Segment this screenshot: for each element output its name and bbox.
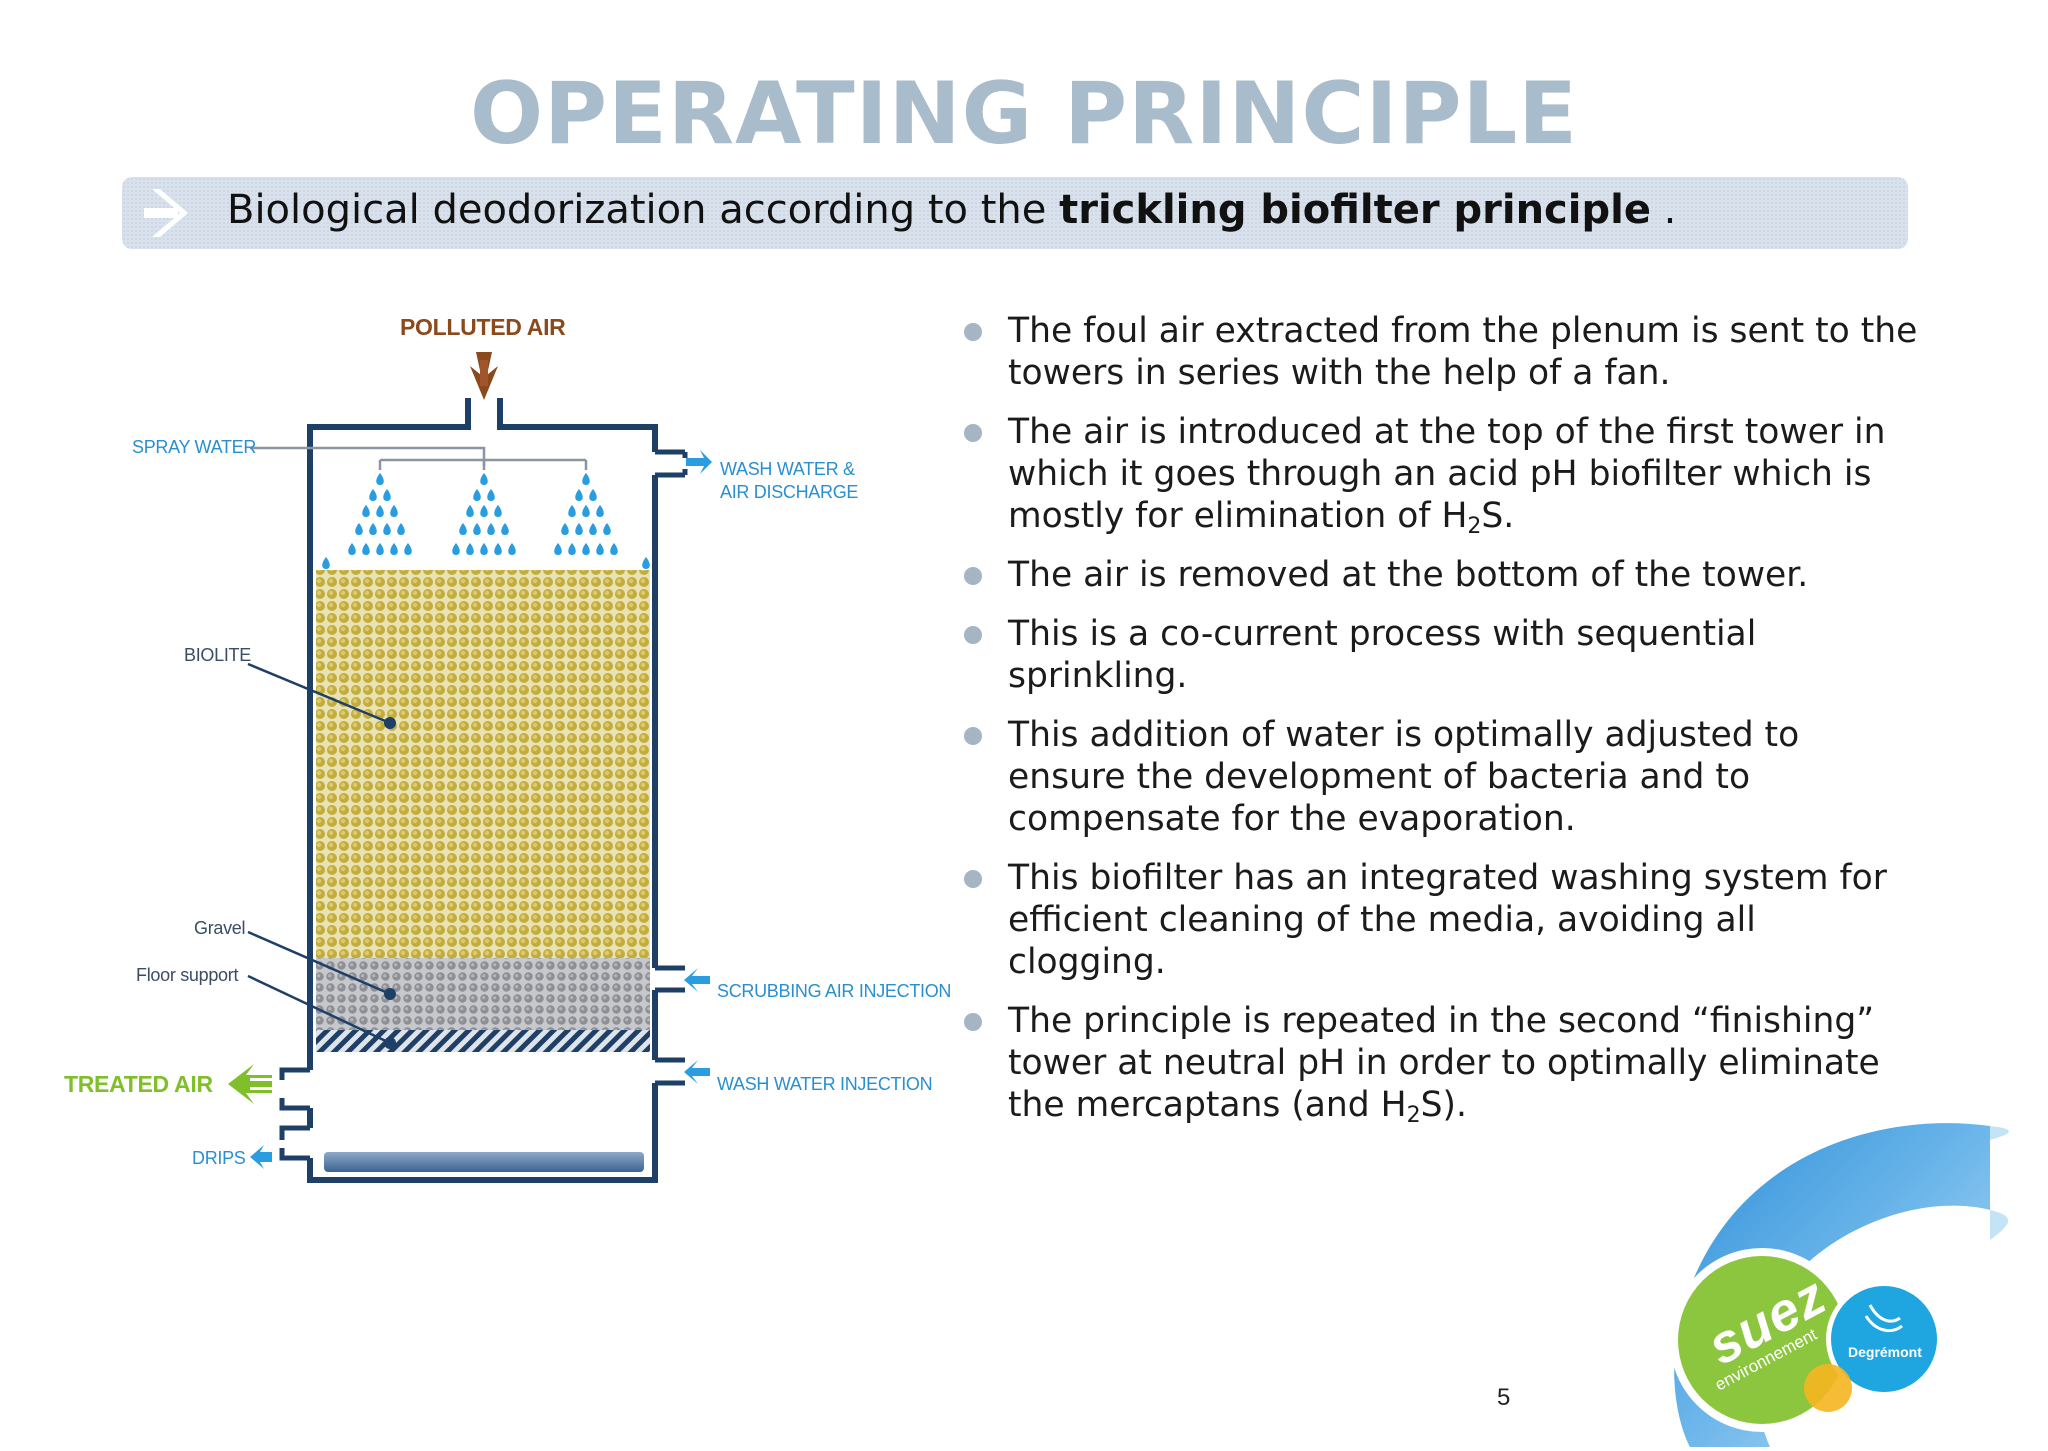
subtitle-suffix: . bbox=[1650, 187, 1677, 233]
gravel-label: Gravel bbox=[194, 918, 246, 938]
gravel-layer bbox=[316, 958, 650, 1030]
bullet-dot-icon bbox=[964, 626, 982, 644]
floor-support bbox=[316, 1030, 650, 1052]
bullet-text: The air is removed at the bottom of the … bbox=[1008, 555, 1809, 595]
bullet-dot-icon bbox=[964, 323, 982, 341]
subtitle-text: Biological deodorization according to th… bbox=[227, 187, 1676, 233]
bullet-text: This is a co-current process with sequen… bbox=[1008, 614, 1757, 696]
biofilter-tower-graphic bbox=[228, 352, 712, 1183]
logo-partner: Degrémont bbox=[1848, 1344, 1922, 1360]
drips-label: DRIPS bbox=[192, 1148, 246, 1168]
arrow-right-icon bbox=[144, 189, 188, 237]
bullet-text: The foul air extracted from the plenum i… bbox=[1008, 311, 1918, 393]
subscript: 2 bbox=[1406, 1103, 1421, 1128]
wash-water-injection-label: WASH WATER INJECTION bbox=[717, 1074, 933, 1094]
discharge-arrow-icon bbox=[686, 450, 712, 474]
suez-logo: suez environnement Degrémont bbox=[1540, 1120, 2048, 1447]
polluted-air-label: POLLUTED AIR bbox=[400, 314, 566, 340]
bullet-dot-icon bbox=[964, 1013, 982, 1031]
treated-air-label: TREATED AIR bbox=[64, 1071, 213, 1097]
subtitle-banner: Biological deodorization according to th… bbox=[122, 177, 1908, 249]
scrubbing-air-arrow-icon bbox=[684, 968, 710, 992]
bullet-list: The foul air extracted from the plenum i… bbox=[960, 310, 1920, 1143]
bullet-text: This biofilter has an integrated washing… bbox=[1008, 858, 1887, 982]
bullet-item: This is a co-current process with sequen… bbox=[960, 613, 1920, 697]
drips-arrow-icon bbox=[250, 1145, 272, 1169]
floor-support-label: Floor support bbox=[136, 965, 239, 985]
subtitle-bold: trickling biofilter principle bbox=[1059, 187, 1651, 233]
bullet-text: The air is introduced at the top of the … bbox=[1008, 412, 1886, 536]
bullet-text-end: S). bbox=[1420, 1085, 1467, 1125]
treated-air-arrow-icon bbox=[228, 1064, 272, 1104]
bullet-text-end: S. bbox=[1481, 496, 1515, 536]
page-number: 5 bbox=[1497, 1384, 1511, 1411]
spray-manifold bbox=[250, 446, 588, 470]
wash-water-arrow-icon bbox=[684, 1060, 710, 1084]
bullet-item: This addition of water is optimally adju… bbox=[960, 714, 1920, 840]
polluted-air-arrow-icon bbox=[470, 352, 498, 400]
scrubbing-air-label: SCRUBBING AIR INJECTION bbox=[717, 981, 952, 1001]
logo-graphic bbox=[1670, 1123, 2009, 1447]
bullet-item: This biofilter has an integrated washing… bbox=[960, 857, 1920, 983]
bullet-dot-icon bbox=[964, 567, 982, 585]
spray-drops-icon bbox=[322, 473, 650, 569]
bullet-item: The air is removed at the bottom of the … bbox=[960, 554, 1920, 596]
bullet-dot-icon bbox=[964, 424, 982, 442]
drips-bed bbox=[324, 1152, 644, 1172]
biolite-label: BIOLITE bbox=[184, 645, 251, 665]
bullet-item: The principle is repeated in the second … bbox=[960, 1000, 1920, 1128]
biofilter-diagram: POLLUTED AIR SPRAY WATER WASH WATER & AI… bbox=[50, 300, 952, 1200]
subtitle-prefix: Biological deodorization according to th… bbox=[227, 187, 1060, 233]
spray-water-label: SPRAY WATER bbox=[132, 437, 257, 457]
discharge-label-line2: AIR DISCHARGE bbox=[720, 482, 859, 502]
bullet-item: The air is introduced at the top of the … bbox=[960, 411, 1920, 539]
bullet-text: This addition of water is optimally adju… bbox=[1008, 715, 1800, 839]
subscript: 2 bbox=[1467, 514, 1482, 539]
bullet-dot-icon bbox=[964, 870, 982, 888]
bullet-dot-icon bbox=[964, 727, 982, 745]
bullet-item: The foul air extracted from the plenum i… bbox=[960, 310, 1920, 394]
discharge-label-line1: WASH WATER & bbox=[720, 459, 855, 479]
bullet-text: The principle is repeated in the second … bbox=[1008, 1001, 1880, 1125]
page-title: OPERATING PRINCIPLE bbox=[469, 64, 1579, 164]
biolite-media bbox=[316, 570, 650, 958]
